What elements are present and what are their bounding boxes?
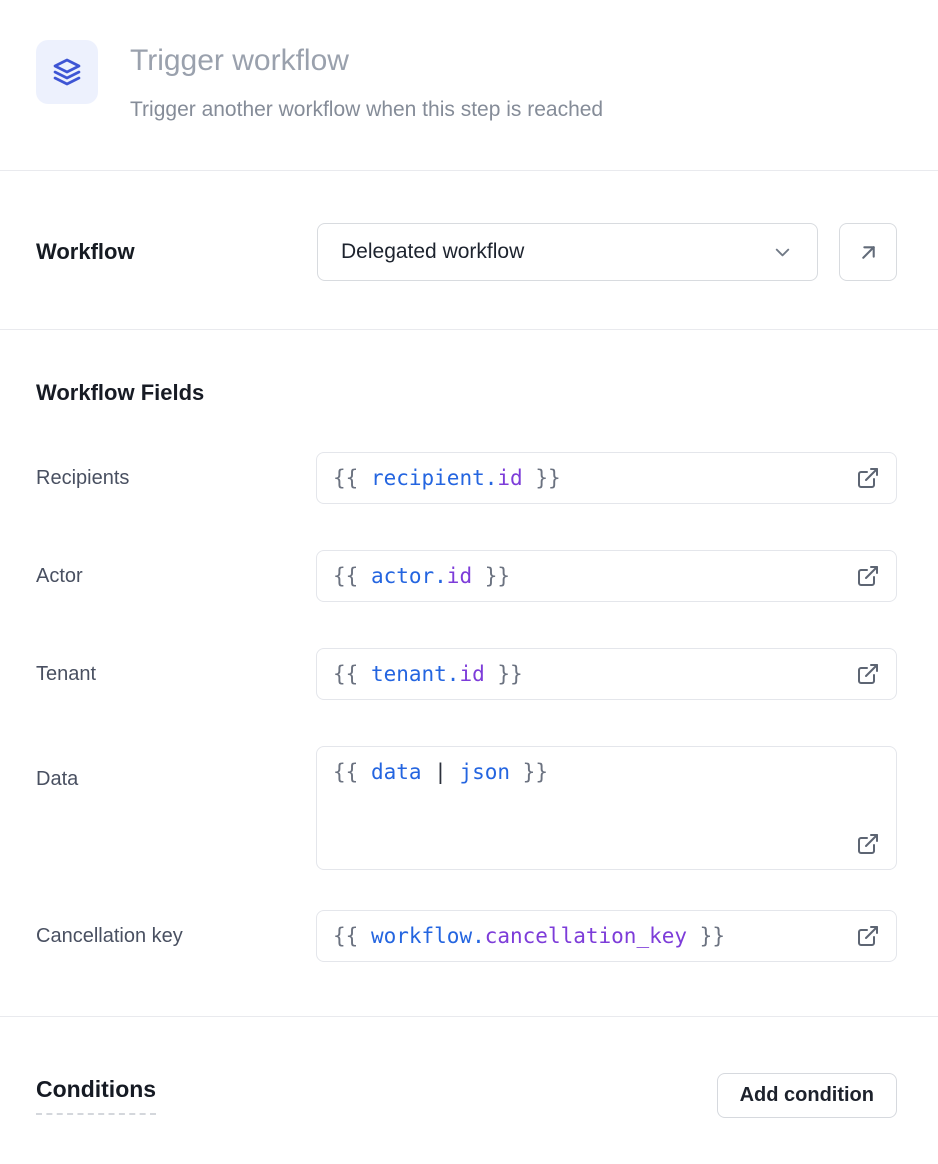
divider: [0, 170, 938, 171]
add-condition-button[interactable]: Add condition: [716, 1073, 897, 1118]
code-token: workflow.: [370, 924, 485, 948]
data-textarea[interactable]: {{ data | json }}: [316, 746, 897, 870]
divider: [0, 329, 938, 330]
code-token: tenant.: [370, 662, 460, 686]
cancellation-key-input[interactable]: {{ workflow.cancellation_key }}: [316, 910, 897, 962]
field-row-tenant: Tenant {{ tenant.id }}: [36, 648, 897, 700]
code-token: {{: [333, 662, 371, 686]
code-token: }}: [472, 564, 511, 588]
arrow-up-right-icon: [856, 240, 881, 265]
code-token: actor.: [370, 564, 447, 588]
code-token: {{: [333, 466, 371, 490]
external-link-icon[interactable]: [856, 662, 880, 686]
workflow-label: Workflow: [36, 239, 135, 264]
code-token: id: [497, 466, 523, 490]
workflow-select[interactable]: Delegated workflow: [317, 223, 818, 281]
field-label: Actor: [36, 564, 83, 587]
template-expression: {{ recipient.id }}: [333, 466, 561, 490]
code-token: cancellation_key: [484, 924, 688, 948]
field-label: Recipients: [36, 466, 130, 489]
external-link-icon[interactable]: [856, 466, 880, 490]
chevron-down-icon: [771, 241, 794, 264]
conditions-heading: Conditions: [36, 1076, 157, 1115]
external-link-icon[interactable]: [856, 924, 880, 948]
field-label: Data: [36, 768, 79, 790]
field-label: Cancellation key: [36, 924, 183, 947]
field-row-actor: Actor {{ actor.id }}: [36, 550, 897, 602]
code-token: {{: [333, 924, 371, 948]
code-token: }}: [522, 466, 561, 490]
code-token: |: [421, 760, 460, 784]
workflow-fields-heading: Workflow Fields: [36, 380, 205, 405]
workflow-select-row: Workflow Delegated workflow: [0, 171, 938, 281]
field-row-data: Data {{ data | json }}: [36, 746, 897, 870]
code-token: data: [370, 760, 422, 784]
template-expression: {{ actor.id }}: [333, 564, 510, 588]
code-token: }}: [687, 924, 725, 948]
open-workflow-button[interactable]: [839, 223, 897, 281]
code-token: }}: [510, 760, 548, 784]
code-token: {{: [333, 564, 371, 588]
divider: [0, 1016, 938, 1017]
external-link-icon[interactable]: [856, 832, 880, 856]
code-token: id: [446, 564, 473, 588]
code-token: }}: [484, 662, 523, 686]
template-expression: {{ tenant.id }}: [333, 662, 523, 686]
step-icon-box: [36, 40, 98, 104]
step-header: Trigger workflow Trigger another workflo…: [0, 0, 938, 122]
field-row-cancellation-key: Cancellation key {{ workflow.cancellatio…: [36, 910, 897, 962]
code-token: json: [459, 760, 511, 784]
field-row-recipients: Recipients {{ recipient.id }}: [36, 452, 897, 504]
code-token: recipient.: [370, 466, 498, 490]
code-token: {{: [333, 760, 371, 784]
code-token: id: [459, 662, 485, 686]
workflow-select-value: Delegated workflow: [341, 240, 525, 263]
template-expression: {{ workflow.cancellation_key }}: [333, 924, 725, 948]
actor-input[interactable]: {{ actor.id }}: [316, 550, 897, 602]
workflow-fields-section: Workflow Fields Recipients {{ recipient.…: [0, 380, 938, 962]
step-name-input[interactable]: Trigger workflow: [130, 44, 349, 77]
step-description: Trigger another workflow when this step …: [130, 98, 604, 121]
field-label: Tenant: [36, 662, 97, 685]
external-link-icon[interactable]: [856, 564, 880, 588]
template-expression: {{ data | json }}: [333, 760, 548, 784]
conditions-section: Conditions Add condition: [0, 1017, 938, 1118]
tenant-input[interactable]: {{ tenant.id }}: [316, 648, 897, 700]
recipients-input[interactable]: {{ recipient.id }}: [316, 452, 897, 504]
layers-icon: [51, 56, 83, 88]
